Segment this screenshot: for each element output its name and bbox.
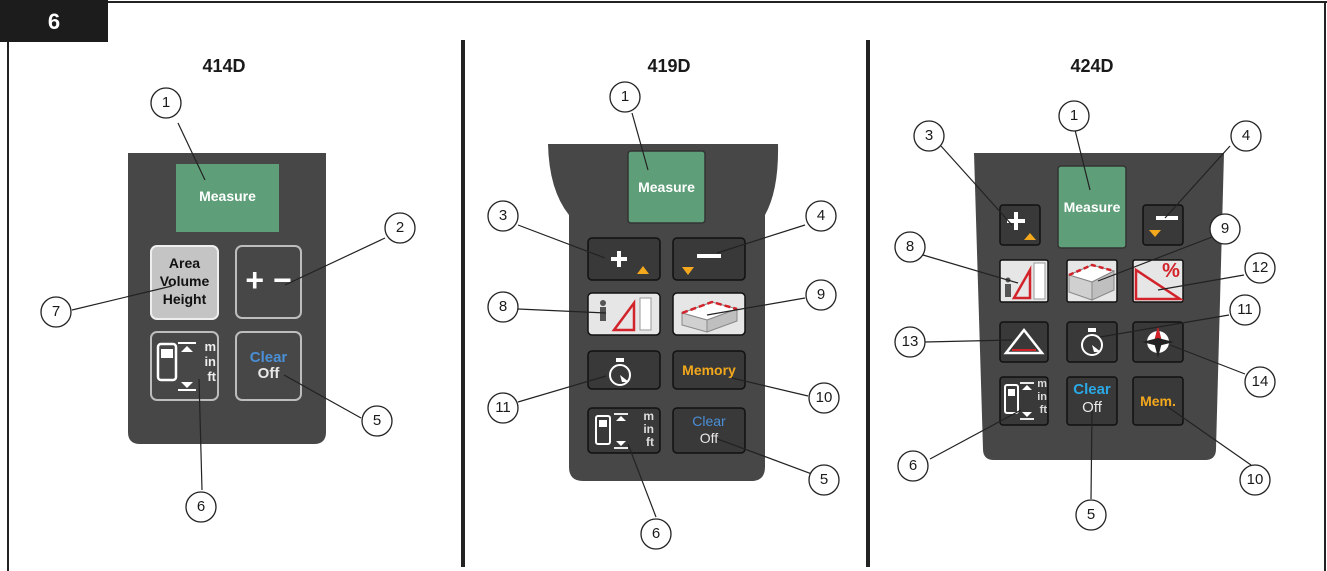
callout-424d-5: 5 xyxy=(1086,506,1096,523)
callout-424d-12: 12 xyxy=(1251,259,1269,276)
units-labels-414d: m in ft xyxy=(204,339,216,384)
keypad-414d xyxy=(40,87,416,523)
callout-419d-11: 11 xyxy=(495,399,511,416)
area-volume-height-label: Area Volume Height xyxy=(151,254,218,308)
units-button-419d xyxy=(587,407,661,454)
measure-button-424d xyxy=(1057,165,1127,249)
callout-419d-1: 1 xyxy=(620,88,630,105)
callout-414d-7: 7 xyxy=(51,303,61,320)
measure-label-424d: Measure xyxy=(1063,199,1121,215)
height-label: Height xyxy=(162,291,207,307)
mem-label-424d: Mem. xyxy=(1140,393,1176,409)
clear-off-label-424d: Clear Off xyxy=(1073,381,1111,416)
keypad-419d xyxy=(487,81,840,550)
units-labels-419d: m in ft xyxy=(643,409,654,449)
clear-off-label-419d: Clear Off xyxy=(692,413,726,446)
callout-424d-9: 9 xyxy=(1220,220,1230,237)
model-title-414d: 414D xyxy=(202,56,246,76)
measure-label-414d: Measure xyxy=(199,188,256,204)
callout-424d-8: 8 xyxy=(905,238,915,255)
callout-414d-6: 6 xyxy=(196,498,206,515)
callout-419d-4: 4 xyxy=(816,207,826,224)
callout-419d-9: 9 xyxy=(816,286,826,303)
timer-button-424d xyxy=(1066,321,1118,363)
memory-button-419d xyxy=(672,350,746,390)
area-volume-height-button xyxy=(150,245,219,320)
callout-419d-8: 8 xyxy=(498,298,508,315)
callout-424d-11: 11 xyxy=(1237,301,1253,318)
callout-424d-1: 1 xyxy=(1069,107,1079,124)
callout-414d-5: 5 xyxy=(372,412,382,429)
units-labels-424d: m in ft xyxy=(1037,378,1047,416)
measure-button-414d xyxy=(176,164,279,232)
clear-off-button-414d xyxy=(235,331,302,401)
callout-424d-6: 6 xyxy=(908,457,918,474)
memory-label-419d: Memory xyxy=(682,362,736,378)
figure-number: 6 xyxy=(47,9,61,34)
mem-button-424d xyxy=(1132,376,1184,426)
area-label: Area xyxy=(168,255,201,271)
callout-424d-14: 14 xyxy=(1251,373,1269,390)
keypad-424d xyxy=(894,100,1276,531)
minus-button-419d xyxy=(672,237,746,281)
plus-minus-button-414d xyxy=(235,245,302,319)
volume-label: Volume xyxy=(159,273,210,289)
model-title-419d: 419D xyxy=(647,56,691,76)
minus-button-424d xyxy=(1142,204,1184,246)
callout-419d-3: 3 xyxy=(498,207,508,224)
figure-number-box xyxy=(0,0,108,42)
callout-414d-1: 1 xyxy=(161,94,171,111)
device-icon xyxy=(156,342,178,382)
timer-button-419d xyxy=(587,350,661,390)
model-title-424d: 424D xyxy=(1070,56,1114,76)
plus-minus-label-414d: + − xyxy=(245,262,292,298)
callout-424d-10: 10 xyxy=(1246,471,1264,488)
callout-419d-10: 10 xyxy=(815,389,833,406)
callout-424d-4: 4 xyxy=(1241,127,1251,144)
clear-off-button-419d xyxy=(672,407,746,454)
callout-419d-5: 5 xyxy=(819,471,829,488)
percent-label-424d: % xyxy=(1162,260,1180,282)
callout-424d-3: 3 xyxy=(924,127,934,144)
callout-414d-2: 2 xyxy=(395,219,405,236)
measure-label-419d: Measure xyxy=(638,179,695,195)
callout-419d-6: 6 xyxy=(651,525,661,542)
keypad-body-419d xyxy=(548,144,779,481)
callout-424d-13: 13 xyxy=(901,333,919,350)
clear-off-label-414d: Clear Off xyxy=(249,349,288,382)
